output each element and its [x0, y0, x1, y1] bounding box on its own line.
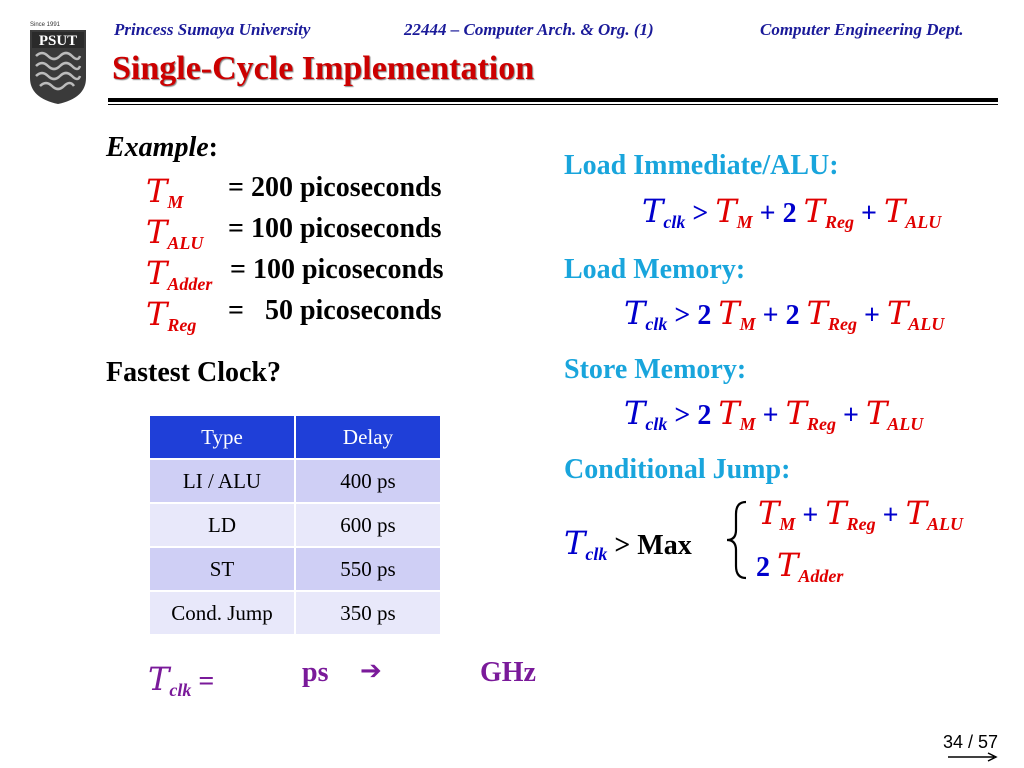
delay-value-alu: = 100 picoseconds: [228, 213, 442, 244]
table-row: ST 550 ps: [148, 546, 442, 592]
next-arrow-icon[interactable]: [948, 752, 1000, 762]
heading-load-immediate-alu: Load Immediate/ALU:: [564, 150, 839, 181]
title-divider-thin: [108, 104, 998, 105]
formula-jump-lhs: Tclk > Max: [564, 524, 692, 564]
formula-jump-case1: TM + TReg + TALU: [758, 494, 963, 534]
table-cell: LD: [148, 502, 296, 548]
table-cell: 600 ps: [294, 502, 442, 548]
heading-store-memory: Store Memory:: [564, 354, 747, 385]
table-cell: LI / ALU: [148, 458, 296, 504]
ghz-unit: GHz: [480, 657, 536, 688]
table-cell: Cond. Jump: [148, 590, 296, 636]
heading-load-memory: Load Memory:: [564, 254, 746, 285]
delay-row-m: TM: [146, 172, 184, 212]
tclk-answer: Tclk =: [148, 660, 215, 700]
table-header-delay: Delay: [294, 414, 442, 460]
formula-store-memory: Tclk > 2 TM + TReg + TALU: [624, 394, 924, 434]
delay-row-alu: TALU: [146, 213, 204, 253]
table-header-type: Type: [148, 414, 296, 460]
delay-value-reg: = 50 picoseconds: [228, 295, 442, 326]
example-heading: Example:: [106, 132, 218, 163]
arrow-icon: ➔: [360, 656, 382, 686]
delay-row-reg: TReg: [146, 295, 197, 335]
formula-jump-case2: 2 TAdder: [756, 546, 844, 586]
fastest-clock-question: Fastest Clock?: [106, 357, 281, 388]
logo-text: PSUT: [39, 33, 77, 49]
formula-li-alu: Tclk > TM + 2 TReg + TALU: [642, 192, 942, 232]
table-cell: ST: [148, 546, 296, 592]
formula-load-memory: Tclk > 2 TM + 2 TReg + TALU: [624, 294, 945, 334]
table-row: LI / ALU 400 ps: [148, 458, 442, 504]
psut-logo: Since 1991 PSUT: [26, 18, 90, 106]
header-university: Princess Sumaya University: [114, 20, 311, 39]
heading-conditional-jump: Conditional Jump:: [564, 454, 791, 485]
delay-row-adder: TAdder: [146, 254, 213, 294]
title-divider: [108, 98, 998, 102]
slide-title: Single-Cycle Implementation: [112, 50, 535, 87]
delay-value-adder: = 100 picoseconds: [230, 254, 444, 285]
page-number: 34 / 57: [942, 732, 998, 752]
table-cell: 400 ps: [294, 458, 442, 504]
logo-since-text: Since 1991: [30, 22, 61, 28]
table-row: LD 600 ps: [148, 502, 442, 548]
table-row: Cond. Jump 350 ps: [148, 590, 442, 636]
delay-value-m: = 200 picoseconds: [228, 172, 442, 203]
table-cell: 350 ps: [294, 590, 442, 636]
header-course: 22444 – Computer Arch. & Org. (1): [404, 20, 654, 39]
delay-table: Type Delay LI / ALU 400 ps LD 600 ps ST …: [148, 414, 442, 636]
table-header-row: Type Delay: [148, 414, 442, 460]
header-department: Computer Engineering Dept.: [760, 20, 964, 39]
table-cell: 550 ps: [294, 546, 442, 592]
ps-unit: ps: [302, 657, 329, 688]
curly-brace-icon: [726, 500, 747, 580]
